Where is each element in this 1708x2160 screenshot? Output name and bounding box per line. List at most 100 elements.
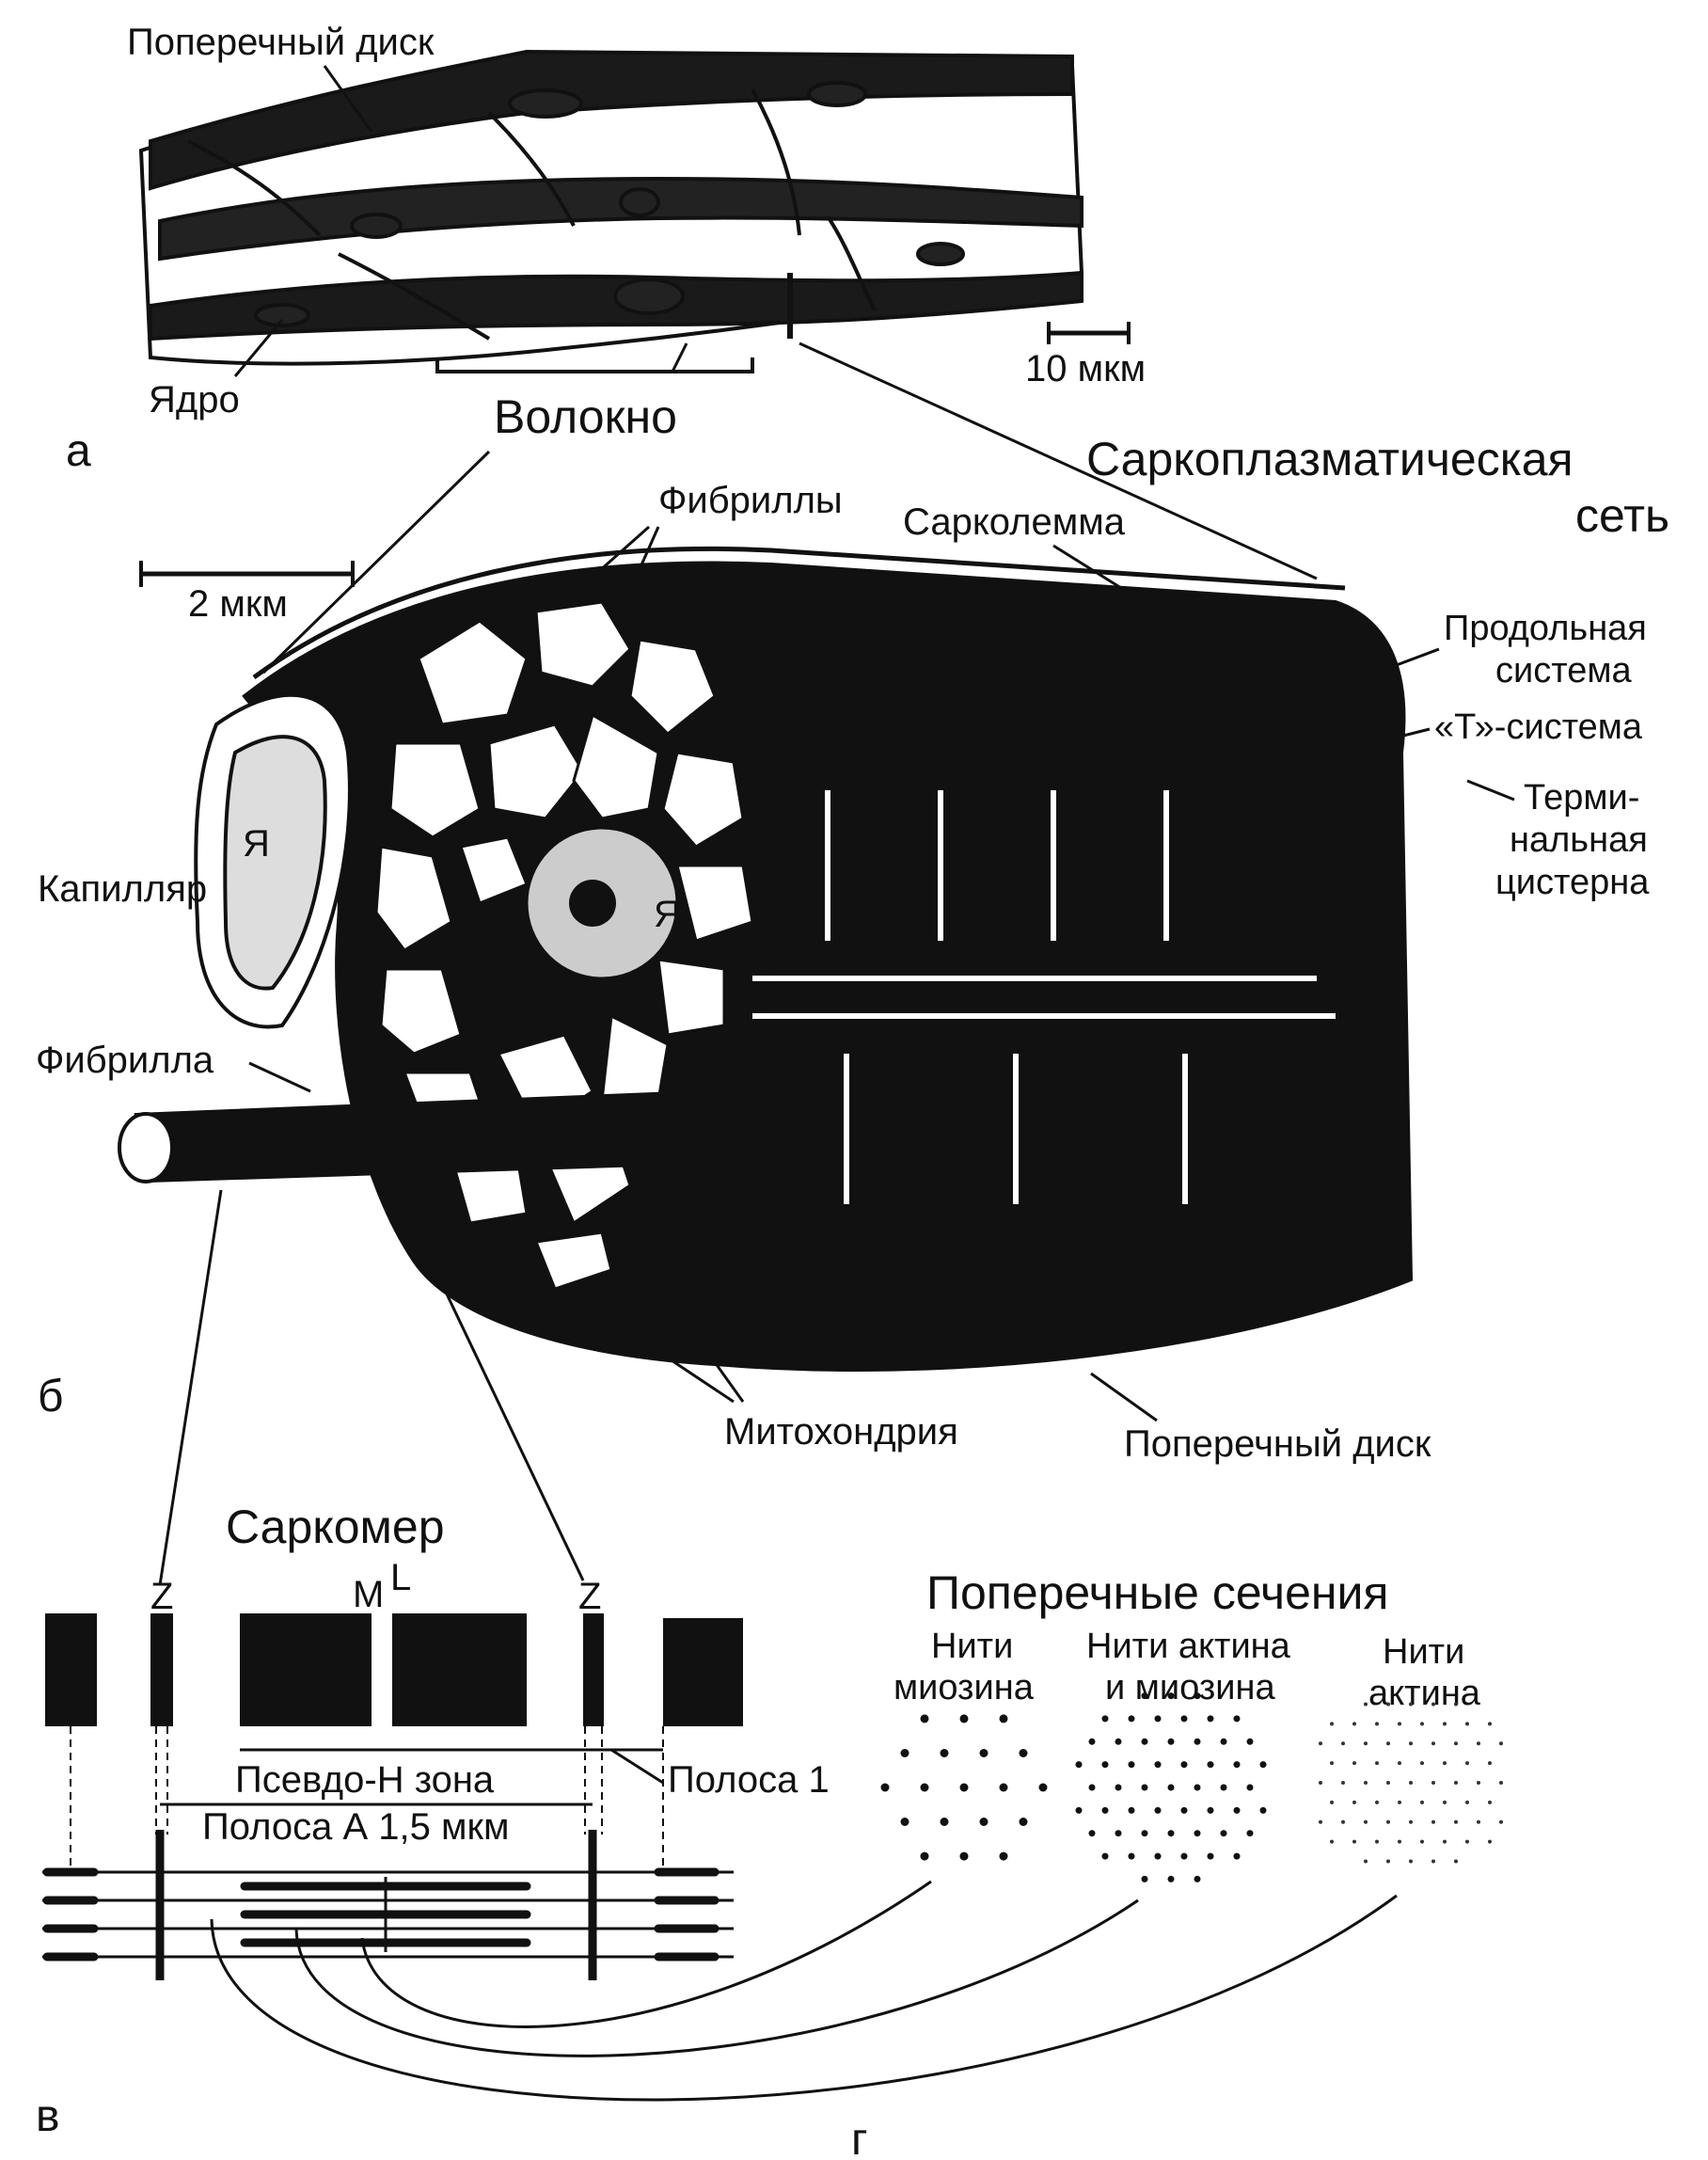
filament-dot [1167, 1875, 1175, 1882]
actin-filament-dot [1488, 1800, 1492, 1804]
fiber-bracket-pointer [671, 342, 688, 373]
myosin-filament-dot [959, 1851, 969, 1861]
filament-dot [1128, 1852, 1135, 1860]
actin-filament-dot [1398, 1722, 1401, 1726]
actin-filament-dot [1409, 1859, 1413, 1864]
filament-dot [1207, 1852, 1214, 1860]
actin-filament-dot [1352, 1761, 1356, 1766]
filament-dot [1101, 1715, 1109, 1723]
z-line-label-right: Z [578, 1576, 601, 1617]
terminal-cistern-label-line3: цистерна [1495, 863, 1650, 902]
myosin-filament-dot [999, 1783, 1008, 1792]
actin-filament-dot [1443, 1839, 1447, 1844]
terminal-cistern-pointer [1466, 779, 1515, 802]
actin-filament-dot [1364, 1819, 1368, 1824]
actin-filament-dot [1375, 1839, 1379, 1844]
actin-filament-dot [1319, 1741, 1322, 1746]
actin-filament-dot [1386, 1859, 1390, 1864]
actin-filament-dot [1420, 1800, 1424, 1804]
actin-filament-dot [1409, 1741, 1413, 1746]
t-system-pointer [1372, 727, 1431, 745]
filament-dot [1246, 1830, 1254, 1837]
actin-filament-dot [1352, 1722, 1356, 1726]
actin-filament-dot [1431, 1819, 1435, 1824]
actin-filament-dot [1465, 1800, 1469, 1804]
nucleus-pointer-a [233, 319, 284, 377]
filament-dot [1141, 1738, 1148, 1745]
actin-filament-dot [1386, 1819, 1390, 1824]
actin-filament-dot [1375, 1761, 1379, 1766]
actin-filament-dot [1319, 1819, 1322, 1824]
filament-dot [1115, 1738, 1122, 1745]
fibrils-pointer-1 [563, 525, 650, 604]
myosin-filament-dot [959, 1783, 969, 1792]
actin-filament-dot [1398, 1761, 1401, 1766]
longitudinal-label-line2: система [1495, 651, 1632, 691]
t-system-label: «Т»-система [1434, 707, 1643, 747]
actin-filament-dot [1341, 1781, 1345, 1785]
filament-dot [1154, 1761, 1162, 1769]
nucleus-mark-capillary: Я [243, 823, 270, 865]
sr-label-line1: Саркоплазматическая [1086, 433, 1574, 485]
transverse-disc-pointer-a [323, 65, 373, 133]
actin-filament-dot [1477, 1781, 1480, 1785]
a-band-label: Полоса А 1,5 мкм [202, 1806, 510, 1848]
filament-dot [1154, 1715, 1162, 1723]
filament-dot [1115, 1784, 1122, 1791]
nucleus-mark-center: Я [654, 894, 681, 935]
actin-filament-dot [1465, 1722, 1469, 1726]
transverse-disc-pointer-b [1090, 1372, 1158, 1422]
actin-filament-dot [1477, 1741, 1480, 1746]
myosin-cross-section [880, 1714, 1048, 1861]
filament-dot [1233, 1806, 1241, 1814]
actin-filament-dot [1330, 1722, 1334, 1726]
actin-filament-dot [1499, 1741, 1503, 1746]
actin-filament-dot [1499, 1781, 1503, 1785]
actin-filament-dot [1488, 1761, 1492, 1766]
nucleus-label-a: Ядро [149, 379, 240, 421]
m-line-label: M [353, 1574, 384, 1615]
filament-dot [1141, 1875, 1148, 1882]
mitochondria-pointer-2 [694, 1335, 745, 1403]
protruding-fibril [118, 1088, 736, 1183]
filament-dot [1167, 1692, 1175, 1700]
myosin-filament-dot [999, 1714, 1008, 1723]
sarcomere-title: Саркомер [226, 1501, 445, 1553]
fibrils-pointer-2 [619, 526, 660, 612]
mitochondria-label: Митохондрия [724, 1411, 958, 1453]
filament-dot [1154, 1852, 1162, 1860]
filament-dot [1115, 1830, 1122, 1837]
filament-dot [1141, 1784, 1148, 1791]
sarcolemma-label: Сарколемма [903, 501, 1126, 543]
actin-filament-dot [1386, 1702, 1390, 1707]
pseudo-h-zone-label: Псевдо-Н зона [235, 1759, 495, 1801]
fiber-label: Волокно [494, 390, 677, 443]
actin-filament-dot [1465, 1839, 1469, 1844]
myosin-filament-dot [920, 1714, 929, 1723]
sr-label-line2: сеть [1575, 489, 1669, 542]
filament-dot [1180, 1761, 1188, 1769]
actin-filament-dot [1443, 1722, 1447, 1726]
actin-label-line1: Нити [1383, 1632, 1464, 1672]
filament-dot [1180, 1715, 1188, 1723]
filament-dot [1180, 1806, 1188, 1814]
filament-dot [1220, 1738, 1227, 1745]
myosin-filament-dot [1019, 1818, 1028, 1826]
central-nucleolus [569, 880, 616, 927]
myosin-filament-dot [1019, 1749, 1028, 1757]
filament-dot [1194, 1784, 1201, 1791]
filament-dot [1207, 1806, 1214, 1814]
filament-dot [1220, 1784, 1227, 1791]
actin-filament-dot [1409, 1702, 1413, 1707]
actin-filament-dot [1454, 1702, 1458, 1707]
actin-filament-dot [1431, 1859, 1435, 1864]
fibril-label: Фибрилла [36, 1040, 214, 1081]
actin-filament-dot [1477, 1819, 1480, 1824]
filament-dot [1141, 1692, 1148, 1700]
myosin-filament-dot [940, 1749, 949, 1757]
filament-dot [1167, 1830, 1175, 1837]
myosin-filament-dot [959, 1714, 969, 1723]
actin-filament-dot [1409, 1781, 1413, 1785]
actin-filament-dot [1341, 1819, 1345, 1824]
sarcolemma-pointer [1052, 544, 1130, 595]
